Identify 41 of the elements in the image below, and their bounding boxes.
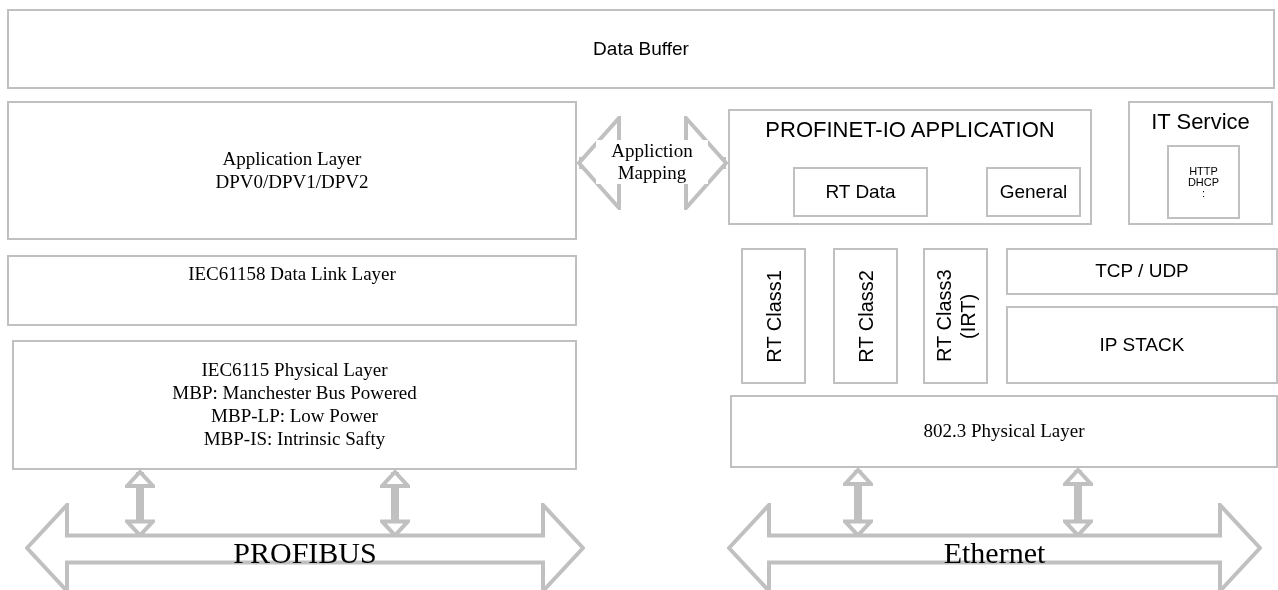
layer-label: Data Buffer	[593, 37, 689, 61]
layer-label: RT Class1	[761, 269, 786, 363]
layer-label: DPV0/DPV1/DPV2	[215, 170, 369, 194]
class-box	[741, 248, 806, 384]
layer-label: RT Class3 (IRT)	[931, 268, 980, 365]
module-box	[793, 167, 928, 217]
panel-title: PROFINET-IO APPLICATION	[765, 117, 1055, 144]
layer-label: MBP-IS: Intrinsic Safty	[203, 427, 386, 451]
bus-label: PROFIBUS	[233, 535, 377, 571]
layer-box	[7, 255, 577, 326]
application-panel	[728, 109, 1092, 225]
layer-label: IEC61158 Data Link Layer	[188, 263, 396, 286]
layer-label: :	[1201, 187, 1206, 199]
layer-label: IP STACK	[1099, 333, 1185, 357]
layer-box	[730, 395, 1278, 468]
edge-label: Appliction Mapping	[596, 140, 708, 184]
bus-arrow	[727, 503, 1262, 590]
bus-arrow	[25, 503, 585, 590]
class-box	[923, 248, 988, 384]
layer-label: DHCP	[1187, 176, 1220, 188]
layer-label: RT Class2	[853, 269, 878, 363]
layer-label: General	[999, 180, 1068, 204]
layer-box	[7, 101, 577, 240]
layer-box	[7, 9, 1275, 89]
module-box	[986, 167, 1081, 217]
layer-label: 802.3 Physical Layer	[923, 420, 1085, 443]
service-panel	[1128, 101, 1273, 225]
layer-box	[1006, 306, 1278, 384]
layer-box	[1006, 248, 1278, 295]
layer-label: TCP / UDP	[1095, 260, 1189, 283]
panel-title: IT Service	[1151, 109, 1250, 136]
class-box	[833, 248, 898, 384]
bus-label: Ethernet	[943, 535, 1046, 571]
layer-label: RT Data	[825, 180, 896, 204]
layer-label: MBP: Manchester Bus Powered	[172, 382, 417, 405]
protocol-box	[1167, 145, 1240, 219]
layer-label: MBP-LP: Low Power	[211, 405, 378, 428]
layer-label: IEC6115 Physical Layer	[201, 359, 388, 383]
layer-label: Application Layer	[222, 147, 362, 171]
layer-box	[12, 340, 577, 470]
layer-label: HTTP	[1189, 165, 1218, 177]
